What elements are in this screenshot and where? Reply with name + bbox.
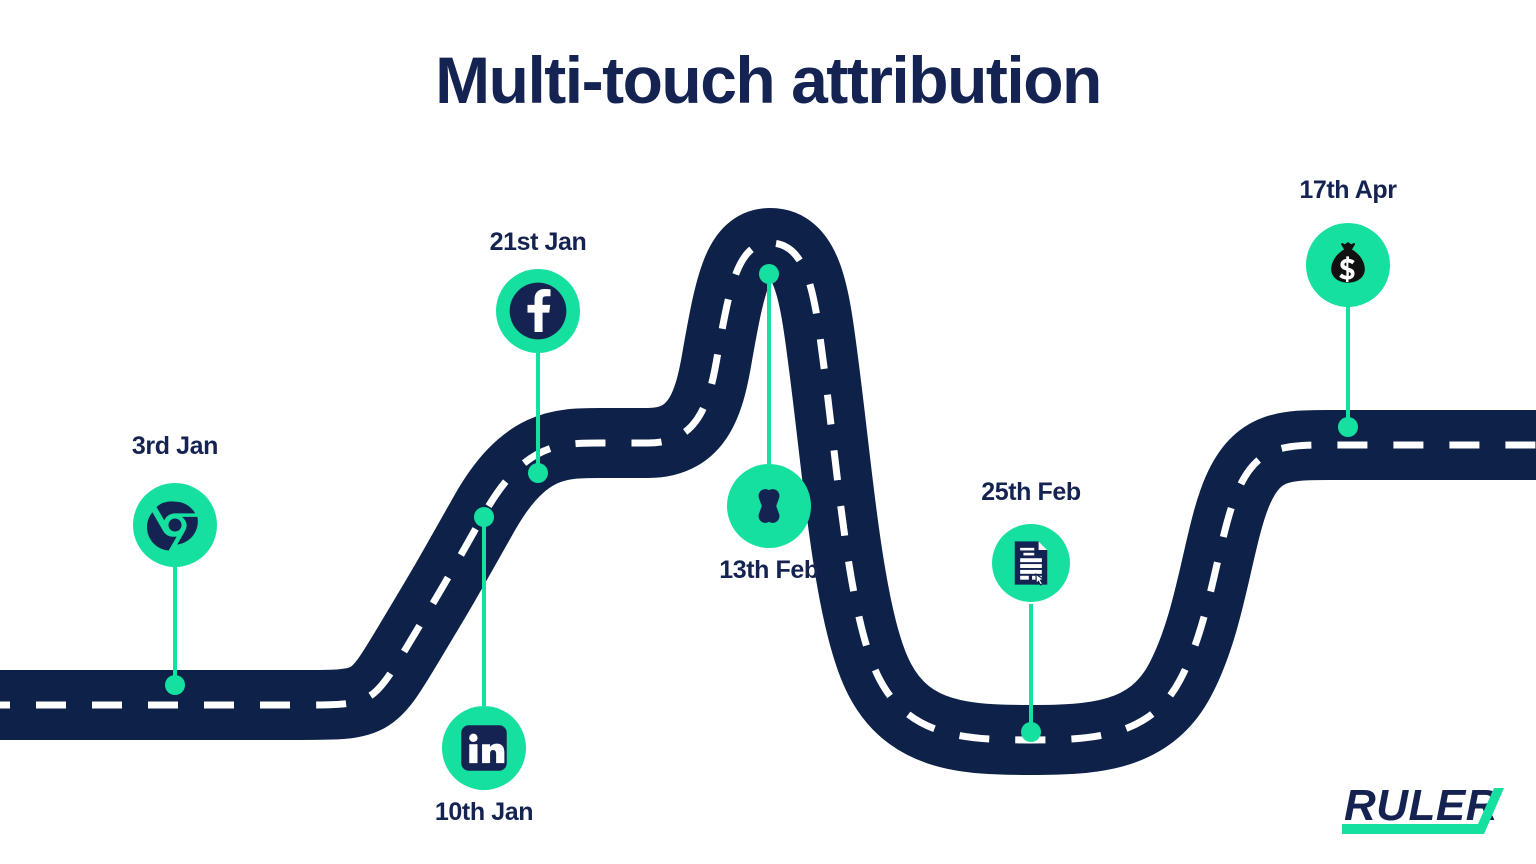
milestone-dot-revenue	[1338, 417, 1358, 437]
milestone-stem-linkedin	[482, 517, 486, 706]
milestone-dot-facebook	[528, 463, 548, 483]
milestone-dot-google-ads	[759, 264, 779, 284]
milestone-stem-chrome	[173, 563, 177, 685]
milestone-label-google-ads: 13th Feb	[719, 556, 819, 584]
milestone-icon-form-submission[interactable]	[992, 524, 1070, 602]
chrome-icon	[147, 501, 198, 551]
milestone-dot-form-submission	[1021, 722, 1041, 742]
milestone-stem-google-ads	[767, 274, 771, 464]
milestone-dot-linkedin	[474, 507, 494, 527]
milestone-label-form-submission: 25th Feb	[981, 478, 1081, 506]
ruler-logo-accent	[1342, 788, 1504, 834]
milestone-stem-revenue	[1346, 305, 1350, 427]
milestone-label-linkedin: 10th Jan	[434, 798, 534, 826]
milestone-icon-google-ads[interactable]	[727, 464, 811, 548]
milestone-label-revenue: 17th Apr	[1299, 176, 1397, 204]
page-title: Multi-touch attribution	[435, 43, 1102, 117]
milestone-icon-chrome[interactable]	[133, 483, 217, 567]
facebook-icon	[509, 282, 567, 340]
document-form-icon	[1014, 541, 1048, 586]
milestone-stem-facebook	[536, 353, 540, 473]
milestone-icon-linkedin[interactable]	[442, 706, 526, 790]
ruler-logo[interactable]: RULER	[1338, 784, 1518, 844]
linkedin-icon	[461, 725, 507, 771]
milestone-stem-form-submission	[1029, 604, 1033, 732]
ruler-wordmark: RULER	[1344, 781, 1499, 830]
milestone-label-chrome: 3rd Jan	[131, 432, 219, 460]
milestone-icon-facebook[interactable]	[496, 269, 580, 353]
google-ads-icon	[758, 489, 780, 523]
money-bag-icon	[1331, 242, 1365, 283]
milestone-dot-chrome	[165, 675, 185, 695]
milestone-icon-revenue[interactable]	[1306, 223, 1390, 307]
milestone-label-facebook: 21st Jan	[489, 228, 587, 256]
